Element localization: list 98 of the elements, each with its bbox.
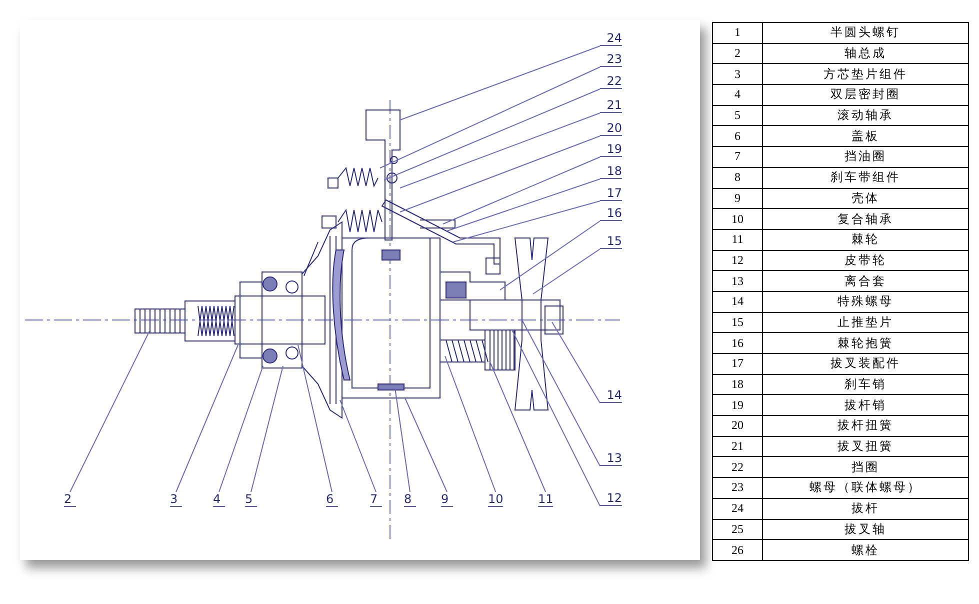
part-number-cell: 4 (713, 85, 763, 106)
part-name-cell: 刹车销 (763, 374, 969, 396)
part-number-cell: 12 (713, 250, 763, 272)
callout-number: 6 (326, 492, 338, 507)
part-name-cell: 方芯垫片组件 (763, 64, 969, 86)
callout-number: 5 (245, 492, 257, 507)
callout-number: 10 (488, 492, 504, 507)
leader-line (512, 330, 600, 506)
part-number-cell: 8 (713, 168, 763, 188)
part-number-cell: 11 (713, 230, 763, 251)
part-name-cell: 拔叉轴 (763, 520, 969, 540)
leader-line (404, 398, 448, 492)
part-number-cell: 9 (713, 188, 763, 210)
callout-number: 24 (600, 31, 622, 46)
leader-line (176, 344, 238, 492)
part-number-cell: 15 (713, 312, 763, 334)
leader-line (250, 366, 284, 492)
leader-line (500, 220, 600, 290)
leader-line (532, 248, 600, 294)
leader-line (446, 178, 600, 232)
part-name-cell: 挡圈 (763, 457, 969, 478)
leader-line (522, 320, 600, 466)
part-name-cell: 拔叉装配件 (763, 354, 969, 375)
part-name-cell: 螺母（联体螺母） (763, 478, 969, 499)
callout-number: 21 (600, 98, 622, 113)
part-number-cell: 20 (713, 416, 763, 437)
callout-number: 18 (600, 164, 622, 179)
leader-line (490, 362, 546, 492)
part-name-cell: 螺栓 (763, 540, 969, 561)
callout-number: 9 (441, 492, 453, 507)
callout-number: 3 (170, 492, 182, 507)
part-name-cell: 拔叉扭簧 (763, 436, 969, 458)
part-name-cell: 拔杆销 (763, 395, 969, 416)
part-number-cell: 14 (713, 292, 763, 313)
part-number-cell: 10 (713, 209, 763, 230)
callout-number: 8 (404, 492, 416, 507)
callout-number: 16 (600, 206, 622, 221)
part-number-cell: 16 (713, 333, 763, 354)
leader-line (340, 400, 376, 492)
part-name-cell: 刹车带组件 (763, 168, 969, 188)
callout-number: 14 (600, 388, 622, 403)
leader-line (400, 136, 600, 212)
part-name-cell: 拔杆 (763, 498, 969, 520)
callout-number: 4 (213, 492, 225, 507)
part-name-cell: 棘轮抱簧 (763, 333, 969, 354)
leader-line (384, 88, 600, 180)
callout-number: 2 (64, 492, 76, 507)
callout-number: 23 (600, 52, 622, 67)
part-name-cell: 双层密封圈 (763, 85, 969, 106)
part-number-cell: 5 (713, 106, 763, 126)
callout-number: 22 (600, 74, 622, 89)
part-name-cell: 壳体 (763, 188, 969, 210)
part-number-cell: 3 (713, 64, 763, 86)
part-number-cell: 21 (713, 436, 763, 458)
leader-line (394, 388, 410, 492)
part-number-cell: 22 (713, 457, 763, 478)
part-name-cell: 拔杆扭簧 (763, 416, 969, 437)
leader-line (298, 344, 332, 492)
callout-number: 13 (600, 451, 622, 466)
part-name-cell: 特殊螺母 (763, 292, 969, 313)
callout-number: 17 (600, 186, 622, 201)
part-number-cell: 2 (713, 44, 763, 64)
callout-number: 19 (600, 142, 622, 157)
part-name-cell: 盖板 (763, 126, 969, 148)
part-number-cell: 23 (713, 478, 763, 499)
part-number-cell: 1 (713, 23, 763, 44)
part-number-cell: 7 (713, 147, 763, 168)
leader-line (400, 112, 600, 188)
part-number-cell: 17 (713, 354, 763, 375)
leader-line (452, 200, 600, 242)
part-number-cell: 24 (713, 498, 763, 520)
callout-number: 15 (600, 234, 622, 249)
part-name-cell: 滚动轴承 (763, 106, 969, 126)
leader-line (218, 366, 264, 492)
part-name-cell: 轴总成 (763, 44, 969, 64)
leader-line (552, 322, 600, 404)
part-number-cell: 25 (713, 520, 763, 540)
part-name-cell: 复合轴承 (763, 209, 969, 230)
part-name-cell: 半圆头螺钉 (763, 23, 969, 44)
part-name-cell: 挡油圈 (763, 147, 969, 168)
leader-line (380, 66, 600, 168)
callout-number: 12 (600, 491, 622, 506)
part-name-cell: 止推垫片 (763, 312, 969, 334)
part-number-cell: 26 (713, 540, 763, 561)
part-name-cell: 棘轮 (763, 230, 969, 251)
part-number-cell: 18 (713, 374, 763, 396)
leader-line (444, 356, 496, 492)
part-number-cell: 6 (713, 126, 763, 148)
part-name-cell: 离合套 (763, 271, 969, 292)
part-name-cell: 皮带轮 (763, 250, 969, 272)
part-number-cell: 19 (713, 395, 763, 416)
callout-number: 11 (538, 492, 554, 507)
leader-line (70, 330, 150, 492)
leader-line (442, 156, 600, 224)
callout-number: 7 (370, 492, 382, 507)
part-number-cell: 13 (713, 271, 763, 292)
callout-number: 20 (600, 121, 622, 136)
leader-line (400, 46, 600, 120)
